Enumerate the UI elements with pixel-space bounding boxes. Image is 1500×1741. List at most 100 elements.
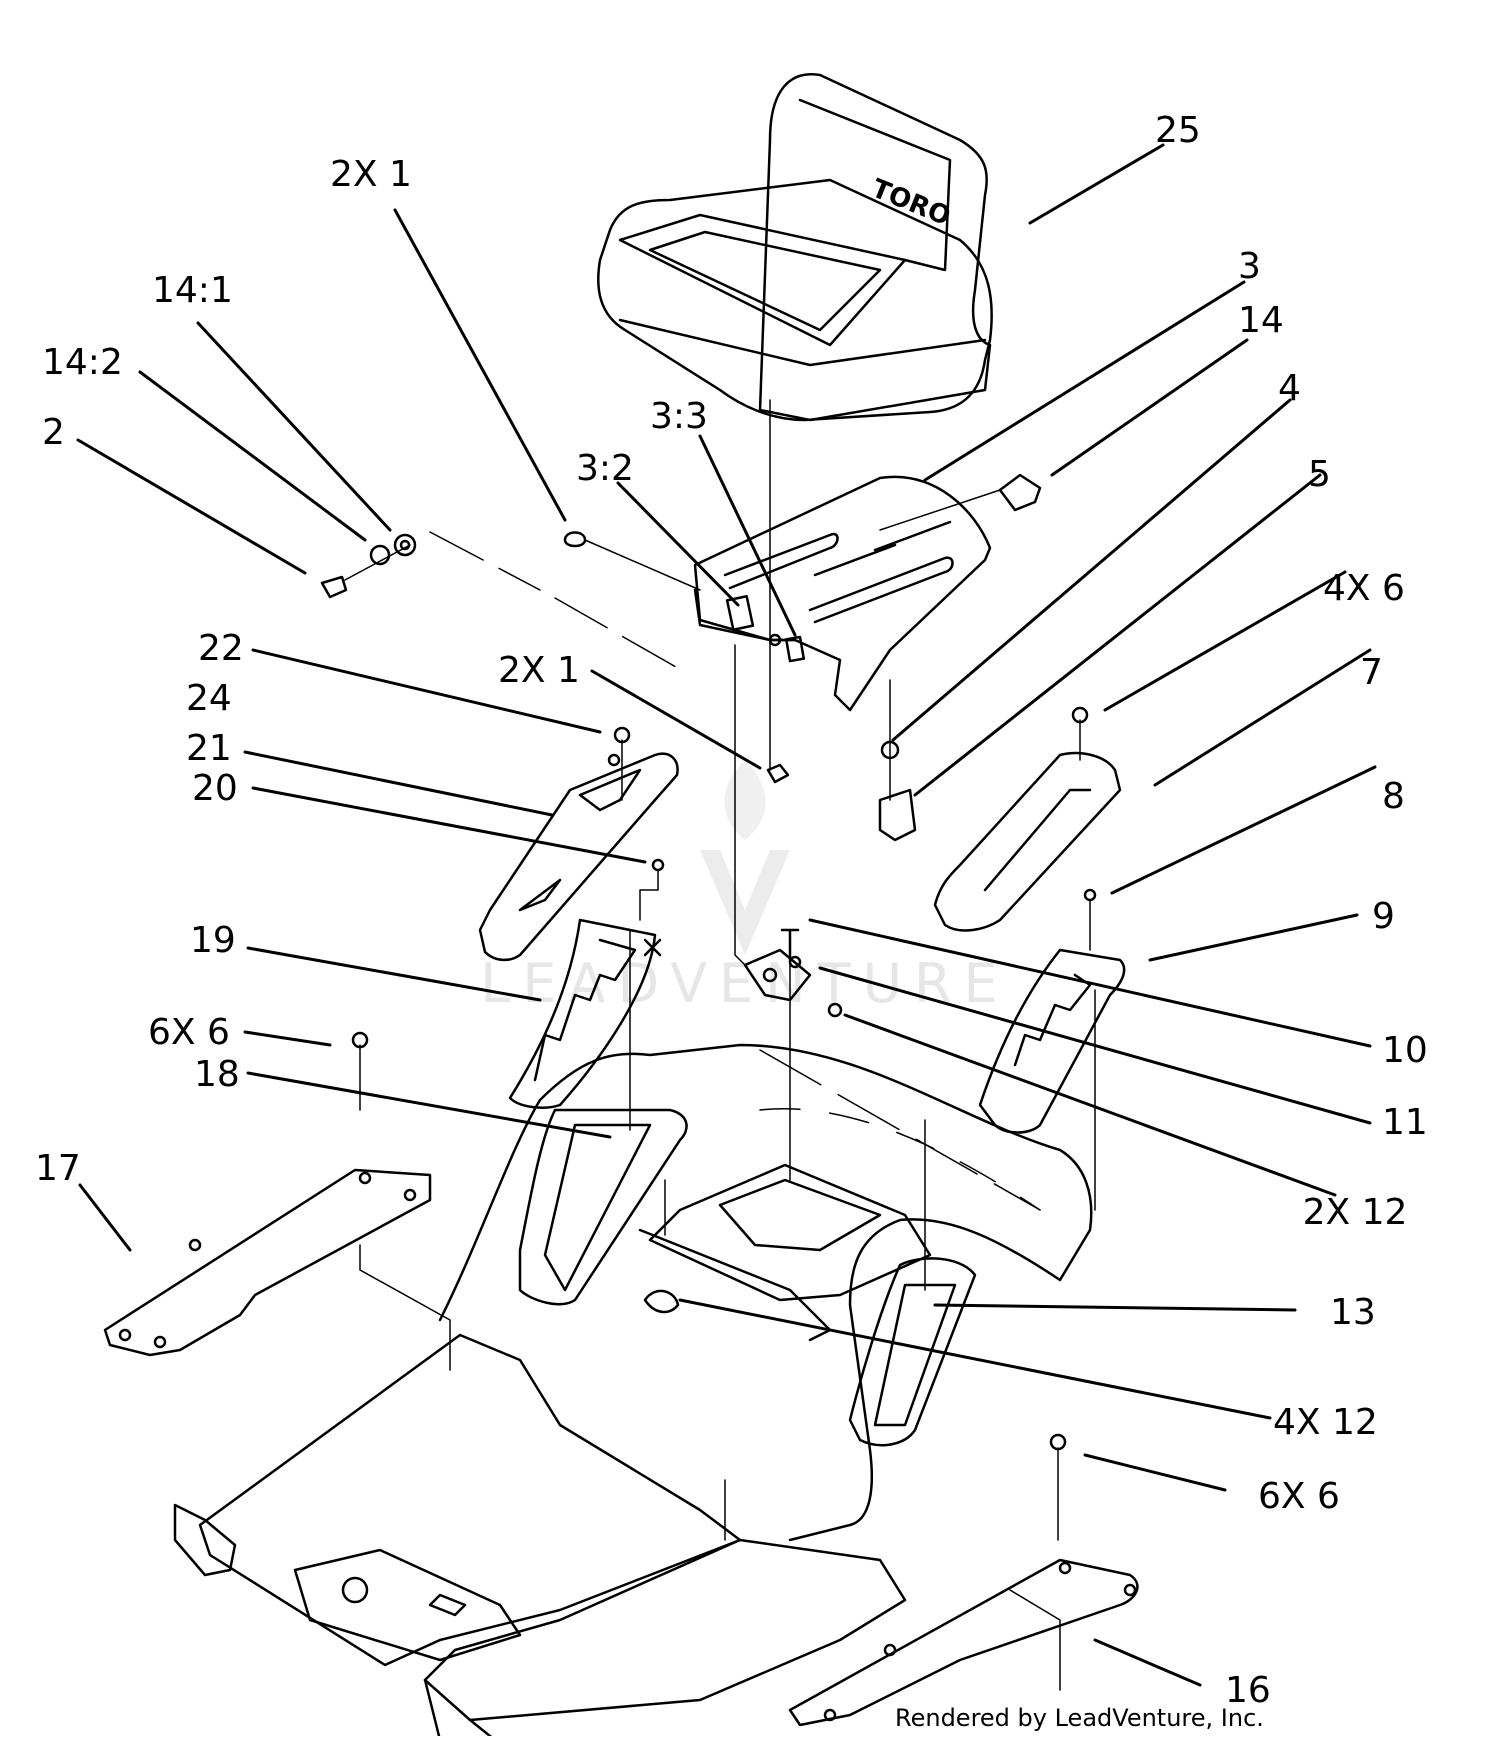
nut-2x1-mid [766,763,790,784]
plate-7 [933,751,1122,932]
fender-assembly [438,1043,1093,1542]
callout-7: 7 [1360,652,1383,693]
leader-21 [243,750,554,817]
callout-14: 14 [1238,300,1284,341]
leader-141 [196,321,392,532]
callout-25: 25 [1155,110,1201,151]
callout-2x-12: 2X 12 [1303,1192,1408,1233]
leader-4x6 [1103,570,1347,712]
watermark-logo [700,850,790,955]
leader-2x12 [843,1013,1337,1197]
fastener-8 [1083,888,1097,902]
callout-20: 20 [192,768,238,809]
bolt-10 [780,928,800,962]
fastener-13 [643,1289,680,1314]
callout-22: 22 [198,628,244,669]
assembly-dash [429,531,691,676]
shift-plate-21 [478,752,679,962]
seat-pan-opening [718,1178,882,1252]
leader-2x1b [590,669,762,770]
callout-6x-6: 6X 6 [1258,1476,1340,1517]
seat-bracket-plate [693,475,992,712]
fender-left-well [543,1123,652,1292]
knob-5 [878,788,917,842]
callout-8: 8 [1382,776,1405,817]
leader-32 [616,481,740,607]
leader-17 [78,1183,132,1252]
shift-gate-slot [533,938,637,1082]
leader-142 [138,370,367,542]
watermark: LEADVENTURE [480,760,998,1015]
leader-11 [818,966,1372,1125]
callout-4x-6: 4X 6 [1323,568,1405,609]
deck-slot-1 [428,1593,467,1617]
credit-text: Rendered by LeadVenture, Inc. [895,1704,1264,1732]
callout-16: 16 [1225,1670,1271,1711]
leader-25 [1028,143,1165,225]
callout-4: 4 [1278,368,1301,409]
seat-bracket-slot-2 [873,520,952,552]
assembly-dash-3 [759,1108,1041,1211]
leader-7 [1153,648,1372,787]
seat-cushion [597,178,993,422]
callout-4x-12: 4X 12 [1273,1402,1378,1443]
fender-outline [438,1043,1093,1542]
leader-9 [1148,913,1359,962]
plate-7-slot [983,788,1092,892]
seat-bracket-slot-4 [813,543,897,577]
callout-2x-1: 2X 1 [498,650,580,691]
callout-17: 17 [35,1148,81,1189]
washer-14-2 [369,544,391,566]
knob-2 [320,575,348,599]
seat: TORO [597,73,993,422]
assembly-dash-2 [759,1049,1041,1211]
leader-18 [246,1071,612,1139]
seat-pan-base [638,1228,832,1342]
callout-11: 11 [1382,1102,1428,1143]
fp16-hole-2 [1123,1583,1137,1597]
fp17-hole-3 [188,1238,202,1252]
fp17-hole-4 [118,1328,132,1342]
assembly-line-17 [359,1244,451,1371]
leader-22 [251,648,602,734]
bracket-11 [743,948,812,1002]
callout-14-2: 14:2 [42,342,123,383]
fender-left-arch [518,1108,688,1306]
floor-plate-17 [103,1168,432,1357]
shift-gate-x [643,938,662,957]
shift-plate-21-hole [607,753,621,767]
deck-hole-1 [341,1576,369,1604]
leader-2 [76,438,307,575]
deck-left-front [173,1503,237,1577]
leader-3 [923,280,1246,482]
watermark-flame [724,760,766,840]
deck-left [198,1333,742,1667]
leader-lines [76,143,1377,1687]
leader-6x6a [243,1030,332,1047]
leader-10 [808,918,1372,1048]
assembly-line-switch [879,489,1001,531]
fender-right-well [873,1283,957,1427]
seat-pan-platform [648,1163,932,1302]
callout-2x-1: 2X 1 [330,154,412,195]
footrest-deck [173,1333,907,1741]
leader-4x12 [678,1298,1272,1420]
leader-6x6b [1083,1453,1227,1492]
seat-front-edge [618,318,987,367]
seat-bracket-flange [693,588,797,642]
fastener-20 [651,858,665,872]
center-bracket [743,928,843,1018]
callout-21: 21 [186,728,232,769]
shift-gate-body [508,918,657,1109]
bolt-2x1-top [563,531,587,548]
leader-16 [1093,1638,1202,1687]
callout-10: 10 [1382,1030,1428,1071]
seat-bracket-slot-1 [723,532,839,590]
seat-bracket-part-3-2 [725,594,755,632]
shift-plate-21-slot-2 [518,878,562,912]
fp16-hole-3 [883,1643,897,1657]
deck-right [423,1538,907,1722]
callout-3-2: 3:2 [576,448,634,489]
deck-control-plate [293,1548,522,1662]
